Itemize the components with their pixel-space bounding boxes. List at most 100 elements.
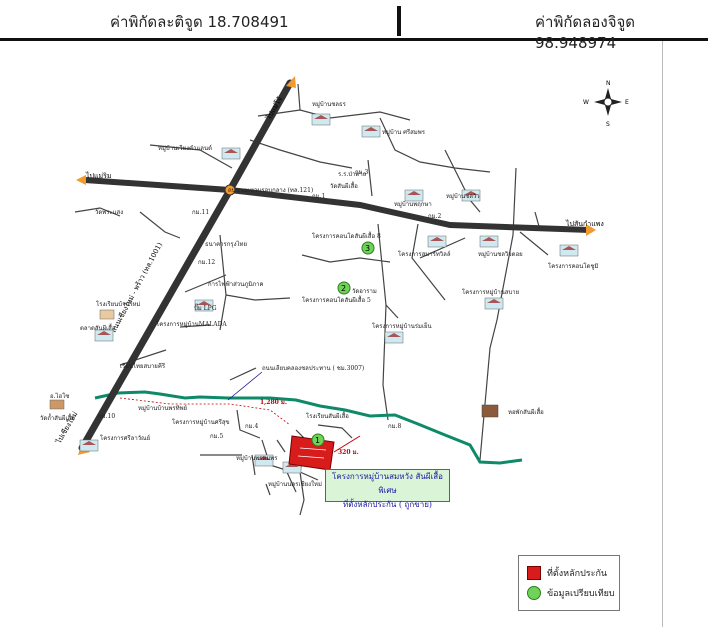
km-label-1: กม.1 xyxy=(312,193,325,200)
legend-label-collateral: ที่ตั้งหลักประกัน xyxy=(547,569,608,579)
place-label: โครงการหมู่บ้านMALADA xyxy=(156,320,227,328)
place-label: โครงการสมาร์ทวิลล์ xyxy=(398,250,451,258)
km-label-8: กม.8 xyxy=(388,423,401,430)
place-label: โครงการคอนโดสันผีเสื้อ 8 xyxy=(312,230,381,240)
road-121 xyxy=(82,177,593,233)
legend-label-comparison: ข้อมูลเปรียบเทียบ xyxy=(547,589,615,599)
junction-signal xyxy=(224,184,236,196)
place-label: โครงการหมู่บ้านศรีสุข xyxy=(172,418,230,426)
landmark-icon xyxy=(221,147,241,160)
landmark-icon xyxy=(194,299,214,312)
place-label: เรือนไทยสบายคีรี xyxy=(120,362,166,370)
place-label: โครงการคอนโดชูมิ xyxy=(548,262,599,270)
latitude-label: ค่าพิกัดละติจูด 18.708491 xyxy=(110,13,289,31)
landmark-icon xyxy=(311,113,331,126)
place-label: กม.4 xyxy=(245,423,258,430)
distance-arrow xyxy=(333,435,361,453)
place-label: หมู่บ้านชลวิว xyxy=(446,193,480,200)
svg-text:1: 1 xyxy=(315,436,320,445)
place-label: หมู่บ้านพรหมพร xyxy=(236,455,278,462)
km-label-2: กม.2 xyxy=(428,213,441,220)
km-label-5: กม.5 xyxy=(210,433,223,440)
collateral-info-box: โครงการหมู่บ้านสมหวัง สันผีเสื้อพิเศษ ที… xyxy=(325,469,450,509)
place-label: หมู่บ้านนครเชียงใหม่ xyxy=(268,480,322,488)
comparison-marker-2[interactable]: 2 xyxy=(337,281,351,295)
canal-pointer xyxy=(227,371,263,401)
compass-s: S xyxy=(606,121,610,128)
place-label: ตลาดสันผีเสื้อ xyxy=(80,322,116,332)
irrigation-canal xyxy=(94,390,523,465)
place-label: หมู่บ้าน ศรีสมพร xyxy=(382,128,426,136)
km-label-10: กม.10 xyxy=(98,413,115,420)
landmark-icon xyxy=(94,329,114,342)
landmark-icons xyxy=(49,113,579,474)
place-label: ธนาคารกรุงไทย xyxy=(205,240,247,248)
place-label: หอพักสันผีเสื้อ xyxy=(508,406,544,416)
longitude-label: ค่าพิกัดลองจิจูด 98.948974 xyxy=(535,13,636,52)
compass-rose: N S E W xyxy=(583,80,629,128)
place-label: โรงเรียนสันผีเสื้อ xyxy=(306,410,349,420)
road-label-canal: ถนนเลียบคลองชลประทาน ( ชม.3007) xyxy=(262,364,364,372)
compass-n: N xyxy=(606,80,611,87)
landmark-icon xyxy=(481,404,499,418)
place-label: วัดอาราม xyxy=(352,288,377,295)
page-edge-line xyxy=(662,41,663,627)
place-label: ร.ร.ป่าตาล xyxy=(338,171,367,178)
map-legend: ที่ตั้งหลักประกัน ข้อมูลเปรียบเทียบ xyxy=(518,555,620,611)
road-chiangmai-phrao xyxy=(78,79,294,452)
comparison-swatch-icon xyxy=(527,586,541,600)
road-label-maerim: ไปแม่ริม xyxy=(85,171,111,180)
header-divider xyxy=(397,6,401,36)
compass-e: E xyxy=(625,99,629,106)
landmark-icon xyxy=(79,439,99,452)
place-label: หมู่บ้านบ้านพรทิพย์ xyxy=(138,404,187,412)
place-label: โครงการศรีลาวัณย์ xyxy=(100,434,150,442)
distance-label-2: 320 ม. xyxy=(338,449,359,456)
km-label-11: กม.11 xyxy=(192,209,209,216)
infobox-line-2: ที่ตั้งหลักประกัน ( ถูกขาย) xyxy=(342,500,433,509)
road-arrows xyxy=(76,76,596,455)
place-label: หมู่บ้านชลวิวดอย xyxy=(478,251,523,258)
place-label: วัดสันผีเสื้อ xyxy=(330,180,358,190)
landmark-icon xyxy=(99,309,115,320)
svg-text:3: 3 xyxy=(365,244,370,253)
place-label: อ.ไฮโซ xyxy=(50,392,70,400)
comparison-marker-3[interactable]: 3 xyxy=(361,241,375,255)
landmark-icon xyxy=(461,189,481,202)
collateral-swatch-icon xyxy=(527,566,541,580)
landmark-icon xyxy=(384,331,404,344)
landmark-icon xyxy=(427,235,447,248)
place-label: โครงการหมู่บ้านร่มเย็น xyxy=(372,321,432,330)
landmark-icon xyxy=(559,244,579,257)
place-label: หมู่บ้านชลธร xyxy=(312,101,347,108)
legend-row-collateral: ที่ตั้งหลักประกัน xyxy=(527,566,607,580)
place-label: กม.3 xyxy=(355,169,368,176)
km-label-12: กม.12 xyxy=(198,259,215,266)
place-label: โครงการหมู่บ้านสบาย xyxy=(462,288,519,296)
road-label-121: ถนนวงแหวนรอบกลาง (ทล.121) xyxy=(228,187,313,194)
place-label: วัดถ้ำสันผีเสื้อ xyxy=(40,412,75,422)
compass-w: W xyxy=(583,99,589,106)
place-label: การไฟฟ้าส่วนภูมิภาค xyxy=(208,280,264,288)
landmark-icon xyxy=(484,297,504,310)
road-label-sankamphaeng: ไปสันกำแพง xyxy=(565,219,604,228)
place-label: โรงเรียนบ้านใหม่ xyxy=(96,300,140,308)
infobox-line-1: โครงการหมู่บ้านสมหวัง สันผีเสื้อพิเศษ xyxy=(332,472,443,495)
svg-text:2: 2 xyxy=(341,284,346,293)
collateral-site[interactable] xyxy=(288,435,335,471)
place-label: โครงการคอนโดสันผีเสื้อ 5 xyxy=(302,294,371,304)
distance-label-1: 1,280 ม. xyxy=(260,399,287,406)
place-label: ปั๊ม LPG xyxy=(194,303,217,312)
place-label: หมู่บ้านพฤกษา xyxy=(394,201,432,208)
landmark-icon xyxy=(361,125,381,138)
place-label: วัดพระแสง xyxy=(95,209,123,216)
legend-row-comparison: ข้อมูลเปรียบเทียบ xyxy=(527,586,615,600)
coordinate-header: ค่าพิกัดละติจูด 18.708491 ค่าพิกัดลองจิจ… xyxy=(0,0,708,52)
landmark-icon xyxy=(49,399,65,410)
canal-dotted-line xyxy=(119,397,291,426)
landmark-icon xyxy=(479,235,499,248)
landmark-icon xyxy=(404,189,424,202)
place-labels: หมู่บ้านชลธร หมู่บ้าน ศรีสมพร หมู่บ้านเว… xyxy=(40,101,599,488)
comparison-marker-1[interactable]: 1 xyxy=(311,433,325,447)
